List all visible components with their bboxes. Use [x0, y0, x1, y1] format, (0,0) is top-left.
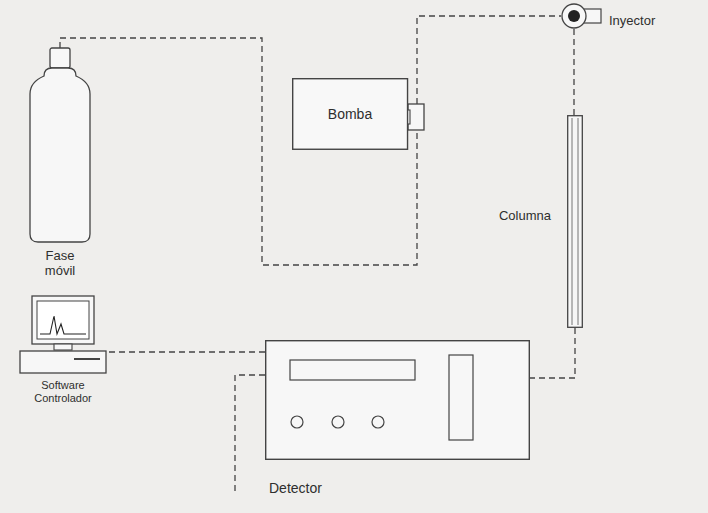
- tubing-connector: [60, 38, 417, 265]
- column-tube: [568, 116, 583, 328]
- injector-valve: [562, 4, 586, 28]
- node-label: Detector: [269, 480, 322, 496]
- disk-slot: [74, 358, 100, 360]
- monitor: [32, 296, 94, 344]
- tubing-connector: [106, 351, 265, 352]
- node-label: Columna: [499, 208, 551, 223]
- column-shape: [567, 115, 583, 328]
- tubing-connector: [417, 16, 561, 104]
- monitor-screen: [37, 301, 89, 339]
- injector-shape: [561, 3, 601, 29]
- node-label: Fase móvil: [36, 248, 84, 278]
- mobile-phase-bottle-shape: [30, 48, 90, 242]
- software-computer: Software Controlador: [20, 296, 106, 373]
- computer-base: [20, 351, 106, 373]
- chromatogram-peaks: [40, 316, 86, 334]
- software-computer-shape: [20, 296, 106, 373]
- waste-line: [235, 375, 265, 495]
- detector-knob: [332, 416, 344, 428]
- mobile-phase-bottle: Fase móvil: [30, 48, 90, 242]
- pump-box: Bomba: [292, 78, 408, 150]
- column-packing: [578, 118, 579, 325]
- pump-box: [293, 79, 408, 150]
- node-label: Bomba: [328, 106, 372, 122]
- detector-box: [266, 341, 530, 460]
- column: Columna: [567, 115, 583, 328]
- injector-port: [568, 10, 580, 22]
- detector-box-shape: [265, 340, 530, 460]
- tubing-connector: [573, 29, 574, 115]
- column-packing: [572, 118, 573, 325]
- bottle-body: [30, 68, 90, 242]
- detector-knob: [291, 416, 303, 428]
- detector-box: Detector: [265, 340, 530, 460]
- detector-cell: [449, 355, 473, 440]
- monitor-stand: [54, 344, 72, 350]
- tubing-connector: [530, 328, 575, 378]
- detector-knob: [372, 416, 384, 428]
- bottle-cap: [50, 48, 70, 68]
- detector-display: [290, 360, 415, 380]
- node-label: Inyector: [609, 13, 655, 28]
- injector: Inyector: [561, 3, 601, 29]
- node-label: Software Controlador: [21, 379, 105, 405]
